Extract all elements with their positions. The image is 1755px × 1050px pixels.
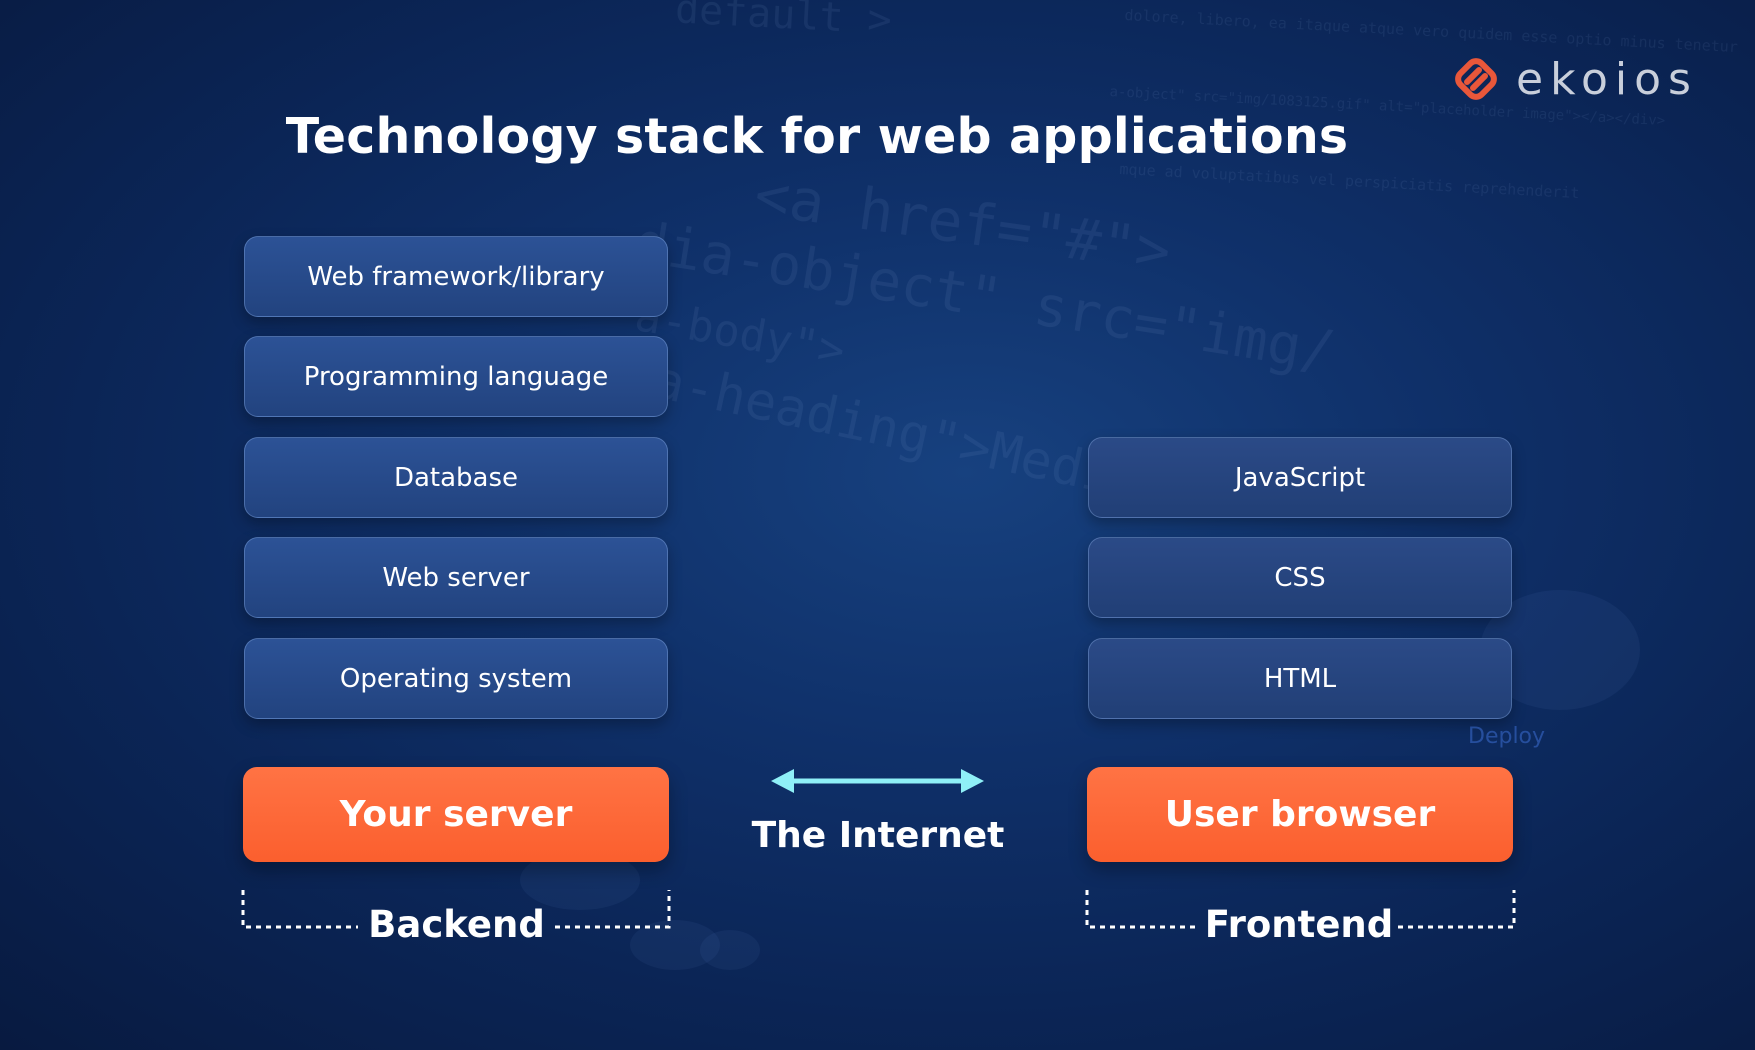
backend-layer-web-framework: Web framework/library [244, 236, 668, 317]
backend-layer-database: Database [244, 437, 668, 518]
backend-bracket [241, 890, 671, 929]
internet-label: The Internet [751, 815, 1005, 856]
frontend-layer-javascript: JavaScript [1088, 437, 1512, 518]
backend-layer-operating-system: Operating system [244, 638, 668, 719]
bg-deploy-text: Deploy [1468, 724, 1546, 749]
ekoios-logo: ekoios [1452, 52, 1698, 106]
logo-wordmark: ekoios [1516, 53, 1698, 105]
backend-label: Backend [368, 903, 545, 946]
frontend-layer-css: CSS [1088, 537, 1512, 618]
backend-layer-web-server: Web server [244, 537, 668, 618]
frontend-bracket [1085, 890, 1516, 929]
page-title-text: Technology stack for web applications [285, 108, 1349, 165]
user-browser-node: User browser [1087, 767, 1513, 862]
page-title: Technology stack for web applications [0, 108, 1755, 165]
ekoios-logo-icon [1455, 58, 1497, 100]
your-server-node: Your server [243, 767, 669, 862]
frontend-layer-html: HTML [1088, 638, 1512, 719]
frontend-label: Frontend [1204, 903, 1394, 946]
backend-layer-programming-language: Programming language [244, 336, 668, 417]
internet-double-arrow [771, 769, 984, 793]
